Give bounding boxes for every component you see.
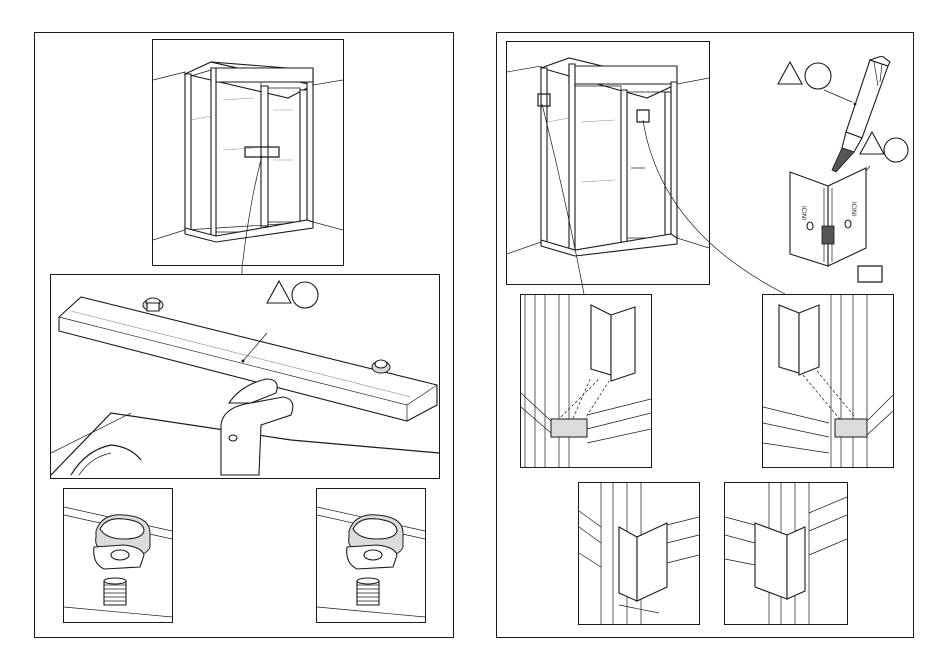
profile-label-left: ICINI [800, 206, 807, 220]
shower-cabin-illustration-right [507, 42, 709, 284]
bracket-detail-right [316, 488, 426, 623]
screw-icon [357, 578, 379, 605]
warning-triangle-icon [860, 132, 884, 154]
warning-triangle-icon [267, 281, 291, 303]
shelf-detail [50, 274, 440, 479]
corner-profile-icon: ICINI ICINI [790, 168, 866, 266]
bracket-screw-illustration-right [317, 489, 425, 622]
sealant-warning-symbol [778, 62, 852, 102]
corner-detail-3 [578, 482, 700, 625]
bracket-screw-illustration-left [64, 489, 172, 622]
corner-detail-4 [724, 482, 848, 625]
sealant-tube-icon [832, 56, 890, 172]
bracket-detail-left [63, 488, 173, 623]
glass-shelf-illustration [51, 275, 439, 478]
corner-cover-illustration-2 [725, 483, 847, 624]
circle-icon [805, 63, 831, 89]
corner-cover-illustration-1 [579, 483, 699, 624]
sealant-and-profile: ICINI ICINI [770, 56, 910, 286]
profile-label-right: ICINI [850, 202, 857, 216]
warning-triangle-icon [778, 62, 802, 84]
corner-detail-1 [520, 294, 652, 468]
cabin-overview-right [506, 41, 710, 285]
cabin-overview-left [152, 39, 344, 266]
step-box [858, 266, 882, 282]
sealant-profile-illustration: ICINI ICINI [770, 56, 910, 286]
circle-icon [884, 138, 908, 162]
shower-cabin-illustration [153, 40, 343, 265]
corner-assembly-illustration-1 [521, 295, 651, 467]
screw-icon [104, 578, 126, 605]
circle-icon [292, 282, 318, 308]
corner-assembly-illustration-2 [763, 295, 893, 467]
corner-detail-2 [762, 294, 894, 468]
